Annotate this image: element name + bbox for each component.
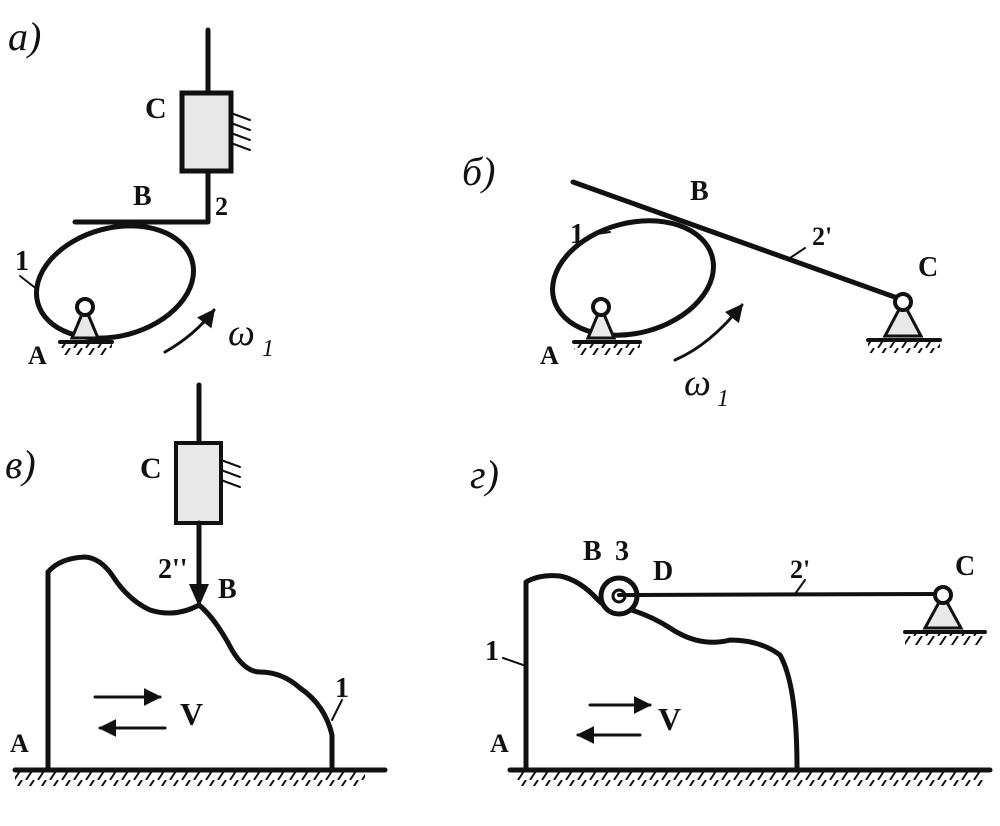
panel-v-tag: в) xyxy=(5,442,36,487)
rocker-leader xyxy=(789,247,806,259)
panel-a: а) C B 2 1 A ω 1 xyxy=(8,14,274,370)
slider-guide-c xyxy=(179,90,234,174)
rocker-arm xyxy=(570,179,906,303)
omega-symbol: ω xyxy=(228,312,255,354)
cam-leader xyxy=(331,699,343,721)
guide-hatch xyxy=(230,112,251,151)
cam-leader xyxy=(19,275,39,291)
label-follower: 2'' xyxy=(158,554,188,585)
pivot-joint-a xyxy=(591,297,611,317)
label-c: C xyxy=(145,92,167,125)
label-velocity: V xyxy=(180,696,203,732)
rotation-arrow xyxy=(673,303,744,362)
label-follower: 2' xyxy=(812,222,832,251)
label-a: A xyxy=(10,729,29,758)
label-cam: 1 xyxy=(570,219,584,250)
pivot-support-c xyxy=(882,298,924,338)
pivot-support-a xyxy=(585,303,617,340)
omega-subscript: 1 xyxy=(717,386,729,412)
label-a: A xyxy=(28,341,47,370)
label-b: B xyxy=(133,181,152,212)
label-b: B xyxy=(218,574,237,605)
pivot-joint-c xyxy=(933,585,953,605)
panel-v: в) C 2'' B 1 V A xyxy=(5,382,388,786)
rocker-arm xyxy=(617,592,945,597)
panel-g: г) 1 B 3 D 2' C V A xyxy=(470,452,993,786)
label-d: D xyxy=(653,556,673,587)
label-cam: 1 xyxy=(485,636,499,667)
label-a: A xyxy=(490,729,509,758)
ground-hatch xyxy=(515,772,985,786)
label-c: C xyxy=(955,551,975,582)
panel-g-tag: г) xyxy=(470,452,499,497)
label-b: B xyxy=(690,176,709,207)
panel-a-tag: а) xyxy=(8,14,41,59)
label-velocity: V xyxy=(658,701,681,737)
omega-subscript: 1 xyxy=(262,336,274,362)
translating-cam xyxy=(45,554,335,771)
ground-hatch xyxy=(60,343,112,355)
label-c: C xyxy=(918,252,938,283)
guide-hatch xyxy=(220,459,241,488)
cam-leader xyxy=(589,231,611,236)
label-b: B xyxy=(583,536,602,567)
cam-disk xyxy=(550,218,716,338)
label-follower: 2' xyxy=(790,555,810,584)
pivot-support xyxy=(69,303,101,340)
ground-hatch-c xyxy=(905,633,985,645)
pivot-joint-c xyxy=(893,292,913,312)
panel-b: б) B 2' 1 A C ω 1 xyxy=(462,149,942,412)
pivot-joint xyxy=(75,297,95,317)
omega-symbol: ω xyxy=(684,362,711,404)
ground-hatch xyxy=(15,772,365,786)
label-roller: 3 xyxy=(615,536,629,567)
flat-faced-follower xyxy=(72,168,211,225)
ground-hatch-c xyxy=(868,341,940,353)
rocker-leader xyxy=(794,579,806,595)
label-a: A xyxy=(540,341,559,370)
label-c: C xyxy=(140,452,162,485)
label-cam: 1 xyxy=(335,673,349,704)
rotation-arrow xyxy=(163,308,216,354)
ground-hatch-a xyxy=(574,343,640,355)
label-follower: 2 xyxy=(215,192,228,221)
cam-disk xyxy=(33,223,197,341)
slider-guide-c xyxy=(174,441,223,525)
panel-b-tag: б) xyxy=(462,149,495,194)
pivot-support-c xyxy=(922,591,964,630)
translating-cam xyxy=(523,573,800,771)
cam-leader xyxy=(502,657,527,667)
follower-tip xyxy=(189,584,209,607)
label-cam: 1 xyxy=(15,246,29,277)
